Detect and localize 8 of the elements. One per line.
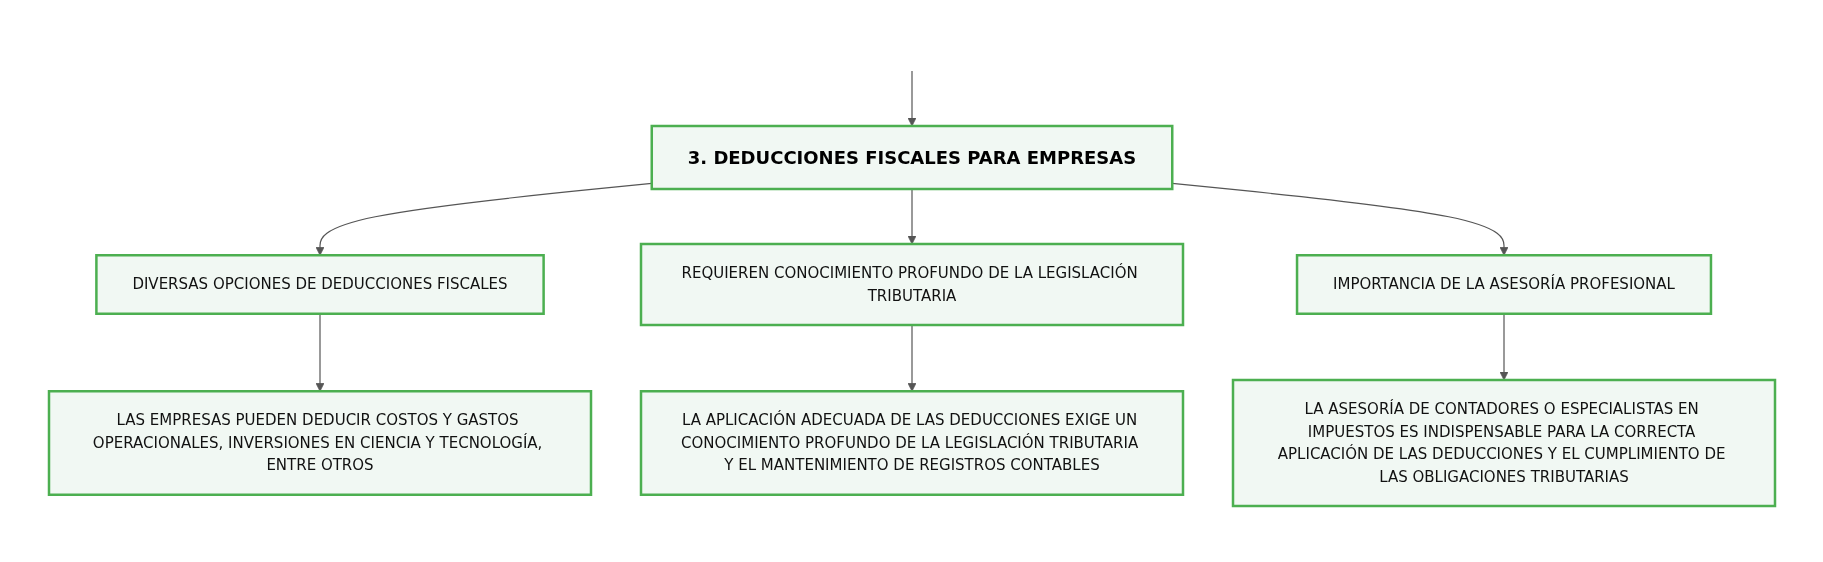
node-box: REQUIEREN CONOCIMIENTO PROFUNDO DE LA LEGISLACIÓN TRIBUTARIA — [639, 242, 1184, 326]
node-box: DIVERSAS OPCIONES DE DEDUCCIONES FISCALES — [94, 253, 545, 315]
node-box: LAS EMPRESAS PUEDEN DEDUCIR COSTOS Y GASTOS OPERACIONALES, INVERSIONES EN CIENCIA Y TECNOLOGÍA, ENTRE OTROS — [47, 389, 592, 496]
node-box: IMPORTANCIA DE LA ASESORÍA PROFESIONAL — [1295, 253, 1712, 315]
arrow — [907, 69, 916, 126]
node-box: LA ASESORÍA DE CONTADORES O ESPECIALISTAS EN IMPUESTOS ES INDISPENSABLE PARA LA CORRECTA APLICACIÓN DE LAS DEDUCCIONES Y EL CUMPLIMIENTO DE LAS OBLIGACIONES TRIBUTARIAS — [1231, 378, 1776, 507]
node-box: LA APLICACIÓN ADECUADA DE LAS DEDUCCIONES EXIGE UN CONOCIMIENTO PROFUNDO DE LA LEGISLACIÓN TRIBUTARIA Y EL MANTENIMIENTO DE REGISTROS CONTABLES — [639, 389, 1184, 496]
node-box: 3. DEDUCCIONES FISCALES PARA EMPRESAS — [650, 124, 1173, 190]
